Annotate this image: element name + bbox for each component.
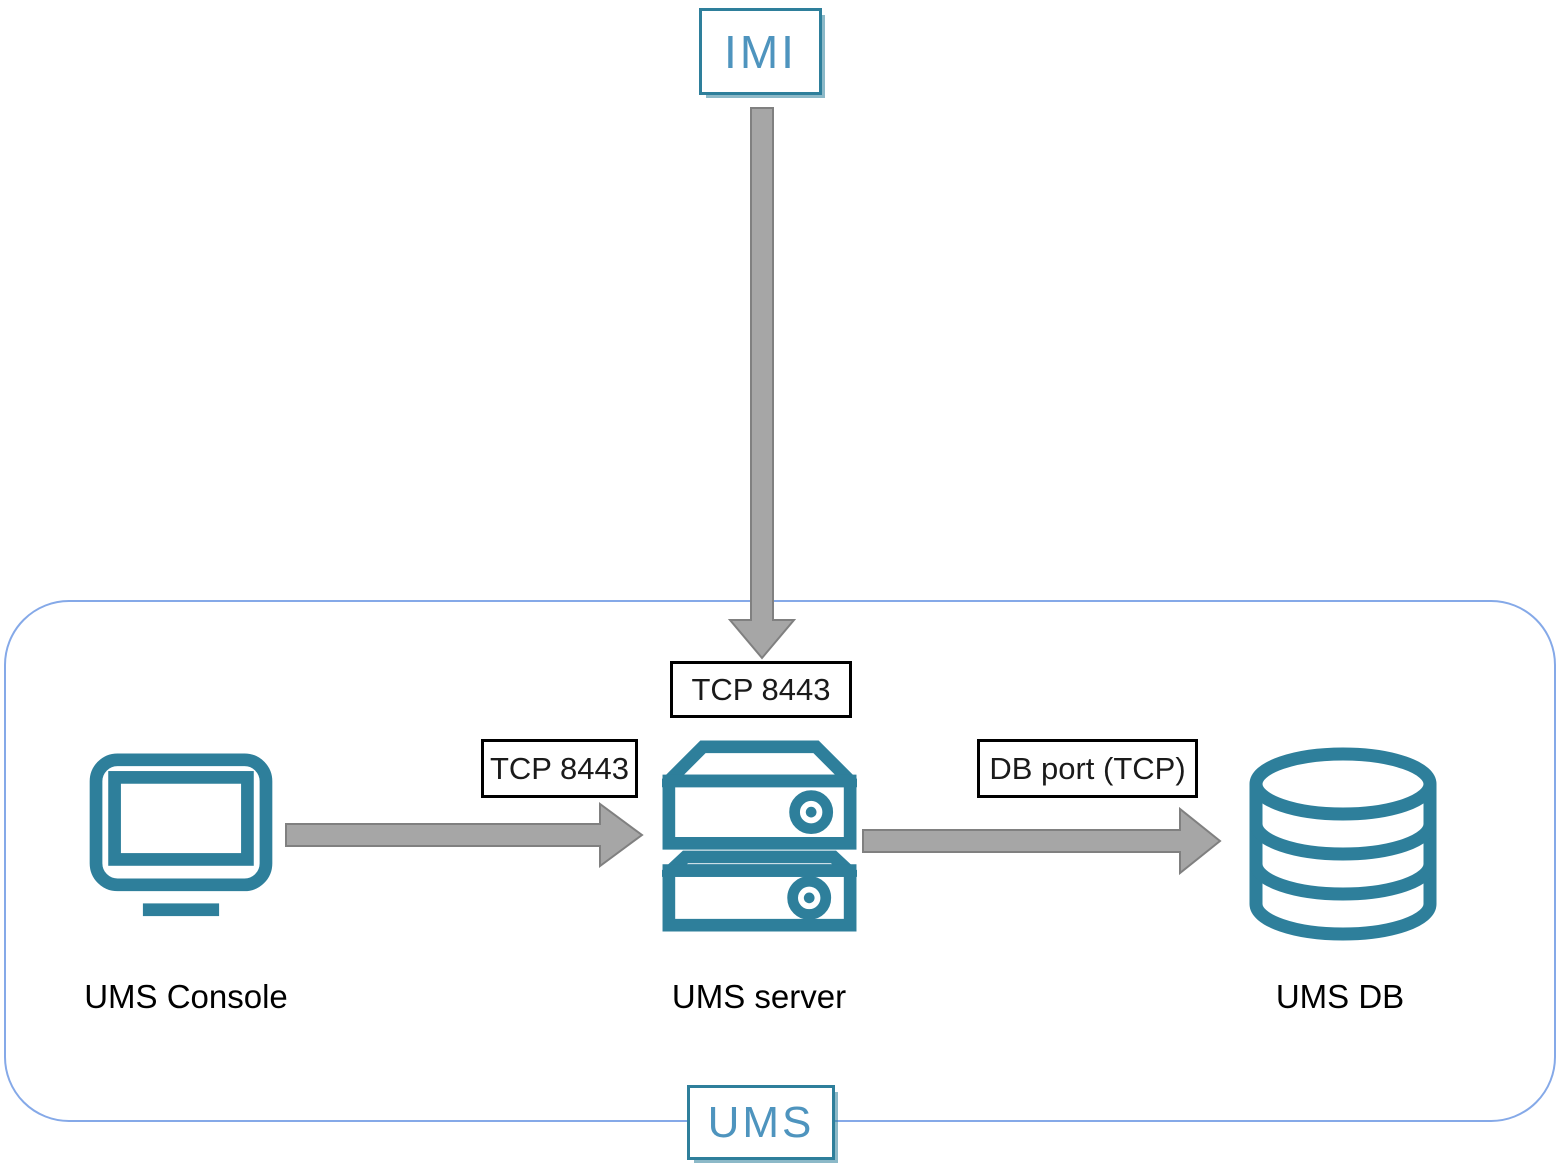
ums-console-node	[88, 752, 274, 920]
imi-node: IMI	[699, 8, 822, 95]
arrow-console-to-server	[285, 800, 645, 870]
arrow-imi-to-server	[726, 107, 798, 660]
port-label-server-db: DB port (TCP)	[977, 739, 1198, 798]
ums-server-label: UMS server	[671, 978, 847, 1015]
port-label-imi-server: TCP 8443	[670, 661, 852, 718]
down-arrow-icon	[727, 107, 797, 660]
monitor-icon	[89, 753, 273, 917]
port-label-text: DB port (TCP)	[989, 750, 1186, 786]
server-icon	[662, 740, 857, 932]
right-arrow-icon	[862, 806, 1222, 876]
ums-db-node	[1248, 746, 1438, 942]
imi-node-label: IMI	[724, 25, 797, 78]
ums-zone-tag-label: UMS	[707, 1097, 815, 1147]
port-label-console-server: TCP 8443	[481, 739, 638, 798]
ums-zone-tag: UMS	[687, 1085, 835, 1160]
database-icon	[1249, 747, 1437, 941]
arrow-server-to-db	[862, 806, 1222, 876]
ums-console-label: UMS Console	[84, 978, 288, 1015]
ums-server-node	[662, 740, 857, 932]
port-label-text: TCP 8443	[489, 750, 629, 786]
right-arrow-icon	[285, 802, 644, 868]
port-label-text: TCP 8443	[691, 671, 831, 707]
ums-db-label: UMS DB	[1275, 978, 1405, 1015]
